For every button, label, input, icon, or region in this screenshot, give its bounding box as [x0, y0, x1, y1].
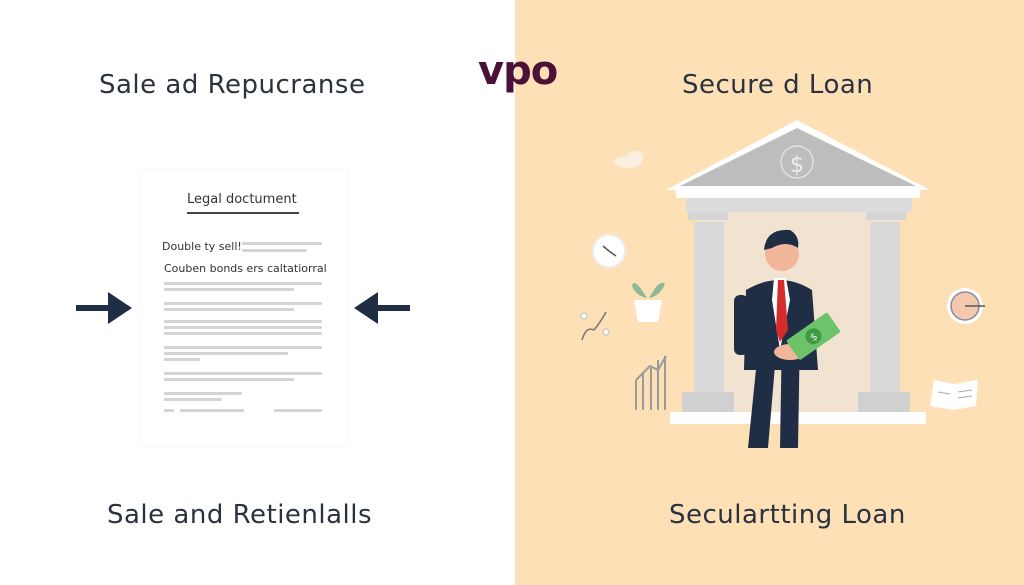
- text-placeholder: [164, 352, 288, 355]
- text-placeholder: [164, 326, 322, 329]
- legal-document: Legal doctument Double ty sell! Couben b…: [142, 170, 347, 445]
- brand-logo: vpo: [478, 48, 558, 94]
- plant-icon: [632, 282, 665, 322]
- text-placeholder: [164, 398, 222, 401]
- open-book-icon: [930, 380, 978, 410]
- svg-text:$: $: [808, 331, 820, 344]
- molecule-icon: [580, 311, 610, 341]
- text-placeholder: [164, 332, 322, 335]
- document-title: Legal doctument: [187, 192, 297, 207]
- text-placeholder: [274, 409, 322, 412]
- text-placeholder: [164, 346, 322, 349]
- text-placeholder: [242, 249, 307, 252]
- text-placeholder: [164, 288, 294, 291]
- bar-chart-icon: [635, 355, 667, 410]
- text-placeholder: [164, 320, 322, 323]
- svg-text:$: $: [790, 153, 804, 178]
- cash-banknote: $: [786, 312, 840, 360]
- document-title-underline: [187, 212, 299, 214]
- left-title: Sale ad Repucranse: [99, 70, 366, 100]
- right-title: Secure d Loan: [682, 70, 874, 100]
- arrow-right-icon: [76, 292, 132, 324]
- text-placeholder: [242, 242, 322, 245]
- arrow-left-icon: [354, 292, 410, 324]
- text-placeholder: [164, 282, 322, 285]
- text-placeholder: [164, 302, 322, 305]
- document-line-1: Double ty sell!: [162, 240, 242, 253]
- wall-clock-icon: [592, 234, 626, 268]
- text-placeholder: [180, 409, 244, 412]
- text-placeholder: [164, 372, 322, 375]
- clock-icon: [947, 288, 985, 324]
- text-placeholder: [164, 358, 200, 361]
- left-caption: Sale and Retienlalls: [107, 500, 373, 530]
- text-placeholder: [164, 308, 294, 311]
- text-placeholder: [164, 378, 294, 381]
- document-line-2: Couben bonds ers caltatiorral: [164, 262, 327, 275]
- right-caption: Seculartting Loan: [669, 500, 906, 530]
- text-placeholder: [164, 409, 174, 412]
- text-placeholder: [164, 392, 242, 395]
- cloud-icon: [614, 151, 643, 168]
